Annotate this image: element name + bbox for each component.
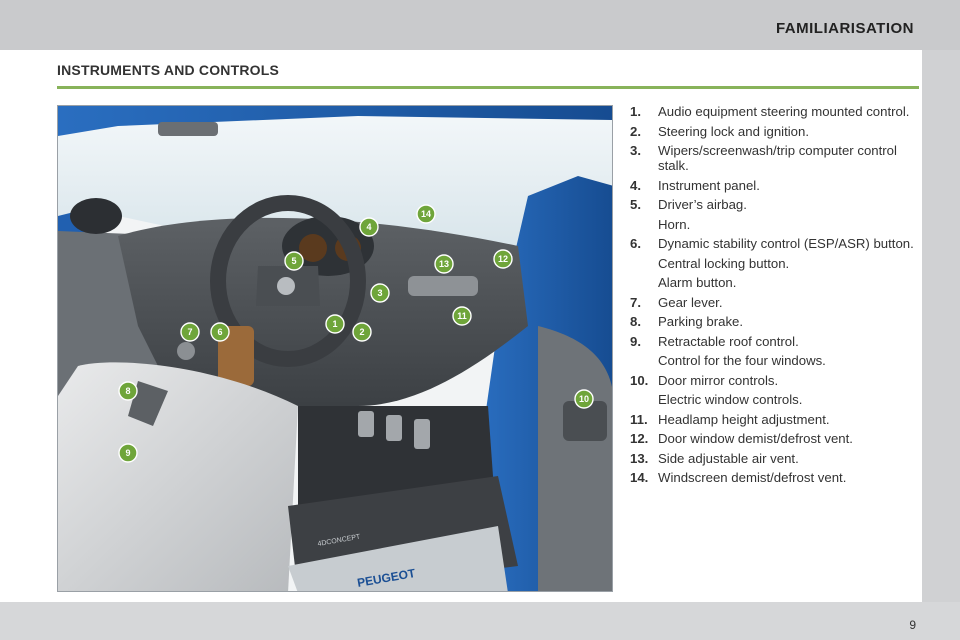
legend-item-11: 11.Headlamp height adjustment. [630,411,830,427]
section-label: FAMILIARISATION [775,20,914,37]
legend-item-9: 9.Retractable roof control. [630,333,799,349]
centre-air-vent [408,276,478,296]
rear-view-mirror [158,122,218,136]
svg-text:10: 10 [579,394,589,404]
svg-text:1: 1 [332,319,337,329]
speedometer [299,234,327,262]
callout-10: 10 [574,389,594,409]
legend-item-9-sub: Control for the four windows. [658,353,826,368]
legend-item-4: 4.Instrument panel. [630,177,760,193]
callout-6: 6 [210,322,230,342]
svg-text:2: 2 [359,327,364,337]
legend-item-6-sub-2: Alarm button. [658,275,737,290]
callouts: 1 2 3 4 5 6 7 8 9 10 11 12 13 14 [118,204,594,463]
legend-item-10: 10.Door mirror controls. [630,372,779,388]
callout-7: 7 [180,322,200,342]
legend-item-5: 5.Driver’s airbag. [630,197,747,212]
svg-text:13: 13 [439,259,449,269]
svg-text:14: 14 [421,209,431,219]
brand-badge [277,277,295,295]
callout-8: 8 [118,381,138,401]
brake-pedal [386,415,402,441]
page-title: INSTRUMENTS AND CONTROLS [57,62,280,78]
legend-item-10-sub: Electric window controls. [658,392,803,407]
legend-item-12: 12.Door window demist/defrost vent. [630,431,853,446]
legend-item-7: 7.Gear lever. [630,294,723,310]
gear-lever-area [128,381,168,426]
windscreen [58,106,612,256]
gear-knob [177,342,195,360]
legend-item-1: 1.Audio equipment steering mounted contr… [630,104,910,119]
legend-item-5-sub: Horn. [658,216,691,232]
legend-item-13: 13.Side adjustable air vent. [630,450,799,466]
door-panel-right [538,326,612,591]
callout-2: 2 [352,322,372,342]
callout-9: 9 [118,443,138,463]
controls-legend: 1.Audio equipment steering mounted contr… [630,104,920,490]
right-margin-band [922,50,960,640]
svg-text:7: 7 [187,327,192,337]
callout-5: 5 [284,251,304,271]
accelerator-pedal [414,419,430,449]
clutch-pedal [358,411,374,437]
svg-text:4: 4 [366,222,371,232]
callout-11: 11 [452,306,472,326]
centre-console-controls [218,326,254,386]
svg-text:12: 12 [498,254,508,264]
svg-text:5: 5 [291,256,296,266]
header-band [0,0,960,50]
svg-text:11: 11 [457,311,467,321]
driver-seat [58,362,298,591]
cockpit-drawing: 4DCONCEPT PEUGEOT 1 2 3 4 5 6 7 8 9 10 1… [58,106,612,591]
callout-4: 4 [359,217,379,237]
callout-14: 14 [416,204,436,224]
door-mirror [70,198,122,234]
window-switch-panel [563,401,607,441]
svg-text:8: 8 [125,386,130,396]
title-divider [57,86,919,89]
legend-item-6: 6.Dynamic stability control (ESP/ASR) bu… [630,236,914,251]
legend-item-2: 2.Steering lock and ignition. [630,123,810,139]
callout-1: 1 [325,314,345,334]
steering-wheel [210,195,366,367]
legend-item-3: 3.Wipers/screenwash/trip computer contro… [630,143,897,173]
legend-item-6-sub-1: Central locking button. [658,255,790,271]
legend-item-8: 8.Parking brake. [630,314,744,329]
cockpit-illustration: 4DCONCEPT PEUGEOT 1 2 3 4 5 6 7 8 9 10 1… [57,105,613,592]
callout-3: 3 [370,283,390,303]
roof-edge [58,106,612,136]
svg-text:9: 9 [125,448,130,458]
svg-text:3: 3 [377,288,382,298]
sill-plate [288,526,508,591]
page-number: 9 [909,618,916,632]
svg-text:6: 6 [217,327,222,337]
callout-13: 13 [434,254,454,274]
legend-item-14: 14.Windscreen demist/defrost vent. [630,470,847,485]
footer-band [0,602,960,640]
callout-12: 12 [493,249,513,269]
